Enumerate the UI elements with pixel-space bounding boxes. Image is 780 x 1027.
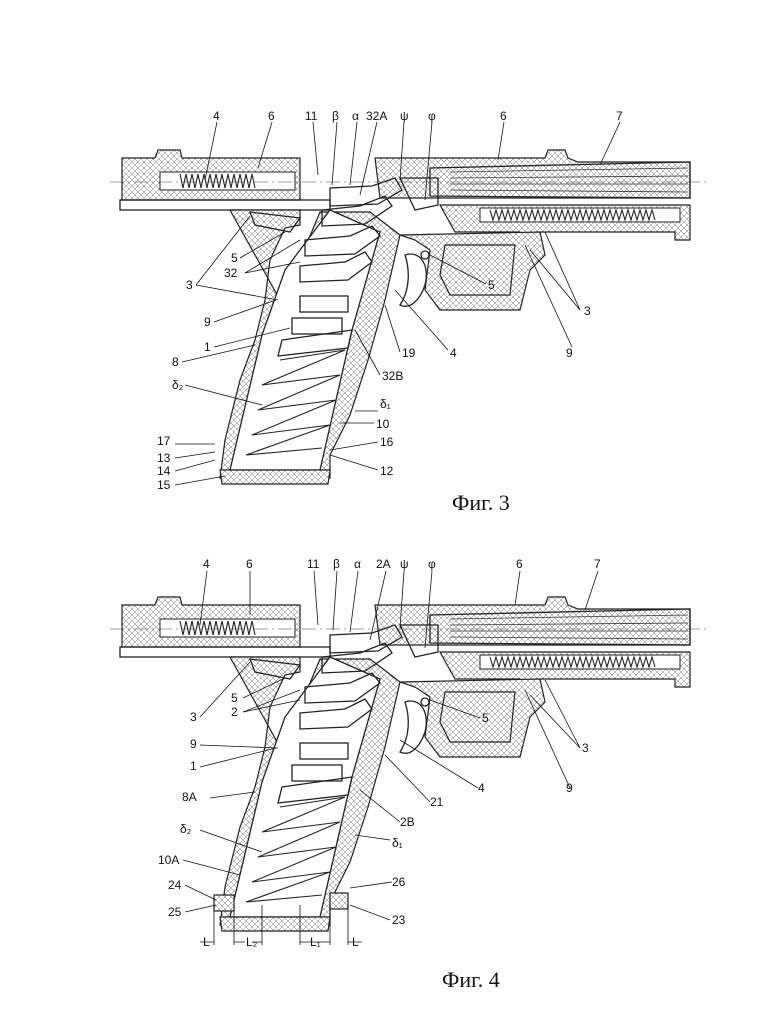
label-15: 15 [157, 478, 171, 492]
figure-4-caption: Фиг. 4 [442, 967, 500, 992]
label-9-left: 9 [190, 737, 197, 751]
label-11: 11 [307, 557, 320, 571]
dim-L1: L₁ [310, 935, 321, 949]
label-32: 32 [224, 266, 238, 280]
label-14: 14 [157, 464, 171, 478]
label-5-right: 5 [482, 711, 489, 725]
label-3-left: 3 [186, 278, 193, 292]
figure-3: 4 6 11 β α 32A ψ φ 6 7 5 32 3 9 1 8 δ₂ 1… [110, 109, 710, 515]
label-5-left: 5 [231, 251, 238, 265]
dim-L-left: L [203, 935, 210, 949]
label-13: 13 [157, 451, 171, 465]
figure-4: 4 6 11 β α 2A ψ φ 6 7 5 2 3 9 1 8A δ₂ 10… [110, 557, 710, 992]
label-8: 8 [172, 355, 179, 369]
label-3-left: 3 [190, 710, 197, 724]
label-10a: 10A [158, 853, 179, 867]
label-26: 26 [392, 875, 406, 889]
label-beta: β [333, 557, 340, 571]
label-9-left: 9 [204, 315, 211, 329]
label-3-right: 3 [582, 741, 589, 755]
dim-L2: L₂ [246, 935, 258, 949]
label-9-right: 9 [566, 781, 573, 795]
label-6-left: 6 [246, 557, 253, 571]
label-4-bottom: 4 [450, 346, 457, 360]
label-1: 1 [190, 759, 197, 773]
label-10: 10 [376, 417, 390, 431]
label-2b: 2B [400, 815, 415, 829]
label-21: 21 [430, 795, 444, 809]
label-phi: φ [428, 557, 436, 571]
label-cartridge: 32A [366, 109, 387, 123]
label-17: 17 [157, 434, 171, 448]
label-4-bottom: 4 [478, 781, 485, 795]
dim-L-right: L [352, 935, 359, 949]
label-alpha: α [354, 557, 361, 571]
label-delta2: δ₂ [180, 822, 192, 836]
label-alpha: α [352, 109, 359, 123]
label-32b: 32B [382, 369, 403, 383]
label-6-left: 6 [268, 109, 275, 123]
label-7: 7 [616, 109, 623, 123]
label-16: 16 [380, 435, 394, 449]
label-4-top: 4 [203, 557, 210, 571]
label-6-right: 6 [500, 109, 507, 123]
figure-3-caption: Фиг. 3 [452, 490, 510, 515]
label-cartridge: 2A [376, 557, 391, 571]
label-4-top: 4 [213, 109, 220, 123]
label-3-right: 3 [584, 304, 591, 318]
label-23: 23 [392, 913, 406, 927]
label-11: 11 [305, 109, 318, 123]
label-delta1: δ₁ [380, 397, 391, 411]
label-5-right: 5 [488, 278, 495, 292]
label-delta1: δ₁ [392, 836, 403, 850]
label-psi: ψ [400, 109, 409, 123]
label-5-left: 5 [231, 691, 238, 705]
label-9-right: 9 [566, 346, 573, 360]
label-phi: φ [428, 109, 436, 123]
label-12: 12 [380, 464, 394, 478]
label-25: 25 [168, 905, 182, 919]
label-psi: ψ [400, 557, 409, 571]
label-2: 2 [231, 705, 238, 719]
label-19: 19 [402, 346, 416, 360]
label-delta2: δ₂ [172, 378, 184, 392]
label-24: 24 [168, 878, 182, 892]
label-6-right: 6 [516, 557, 523, 571]
label-8a: 8A [182, 790, 197, 804]
label-1: 1 [204, 340, 211, 354]
label-7: 7 [594, 557, 601, 571]
label-beta: β [332, 109, 339, 123]
